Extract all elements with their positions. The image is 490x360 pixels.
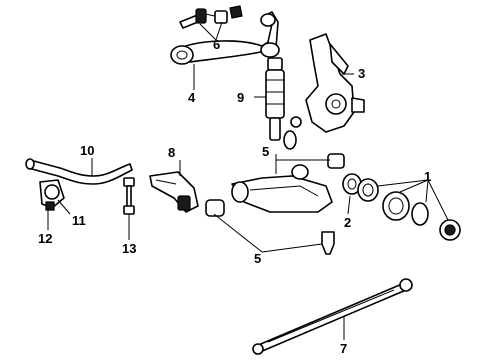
callout-9: 9 xyxy=(237,90,245,105)
callout-5-lower: 5 xyxy=(254,251,262,266)
callout-7: 7 xyxy=(340,341,348,356)
bar-bushing-clamp xyxy=(39,179,65,211)
callout-6: 6 xyxy=(213,37,221,52)
callout-3: 3 xyxy=(358,66,366,81)
upper-control-arm xyxy=(170,11,280,65)
callout-10: 10 xyxy=(80,143,95,158)
bearing-seal xyxy=(342,173,362,195)
callout-8: 8 xyxy=(168,145,176,160)
callout-13: 13 xyxy=(122,241,137,256)
stabilizer-bar xyxy=(25,158,133,185)
shock-absorber xyxy=(265,57,302,150)
hub-bearing-set xyxy=(357,178,461,241)
lower-control-arm xyxy=(205,153,345,255)
callout-12: 12 xyxy=(38,231,53,246)
steering-knuckle xyxy=(305,33,365,133)
callout-5-upper: 5 xyxy=(262,144,270,159)
tie-rod xyxy=(252,278,413,355)
callout-1: 1 xyxy=(424,169,432,184)
stabilizer-bracket xyxy=(149,171,199,213)
callout-4: 4 xyxy=(188,90,196,105)
leader-lines xyxy=(47,21,449,340)
callout-2: 2 xyxy=(344,215,352,230)
link-bolt xyxy=(123,177,135,215)
callout-11: 11 xyxy=(72,213,86,228)
upper-arm-bolts xyxy=(179,5,243,29)
